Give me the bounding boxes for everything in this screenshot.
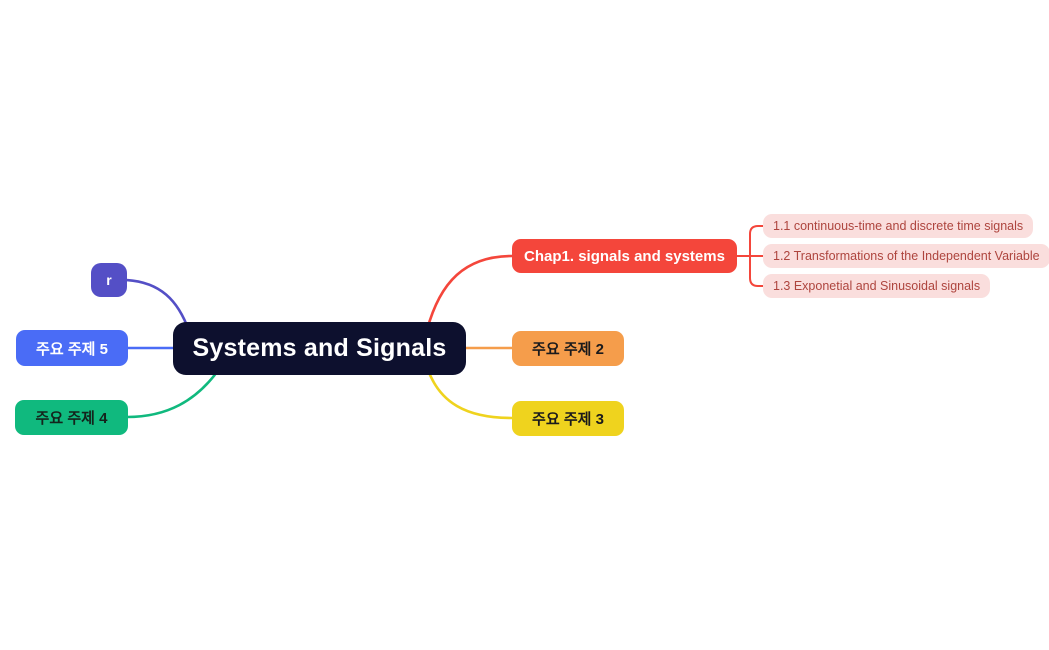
branch-node-r-label: r: [106, 272, 112, 288]
branch-node-topic-5[interactable]: 주요 주제 5: [16, 330, 128, 366]
branch-node-topic-3-label: 주요 주제 3: [532, 411, 604, 428]
branch-node-chap1-label: Chap1. signals and systems: [524, 247, 725, 265]
subtopic-node-1-1[interactable]: 1.1 continuous-time and discrete time si…: [763, 214, 1034, 238]
branch-node-chap1[interactable]: Chap1. signals and systems: [512, 239, 737, 273]
branch-node-topic-2[interactable]: 주요 주제 2: [512, 331, 624, 366]
branch-node-topic-3[interactable]: 주요 주제 3: [512, 401, 624, 436]
subtopic-node-1-2[interactable]: 1.2 Transformations of the Independent V…: [763, 244, 1049, 268]
subtopic-node-1-2-label: 1.2 Transformations of the Independent V…: [773, 249, 1040, 263]
connector-sub-down: [749, 255, 764, 287]
branch-node-topic-2-label: 주요 주제 2: [532, 341, 604, 358]
branch-node-topic-4[interactable]: 주요 주제 4: [15, 400, 128, 435]
branch-node-topic-5-label: 주요 주제 5: [36, 340, 108, 358]
branch-node-topic-4-label: 주요 주제 4: [35, 410, 108, 427]
root-node-label: Systems and Signals: [192, 334, 447, 362]
connector-sub-up: [749, 225, 764, 257]
root-node[interactable]: Systems and Signals: [173, 322, 466, 375]
subtopic-node-1-1-label: 1.1 continuous-time and discrete time si…: [773, 219, 1024, 233]
connector-topic3: [426, 368, 514, 420]
subtopic-node-1-3-label: 1.3 Exponetial and Sinusoidal signals: [773, 279, 981, 293]
branch-node-r[interactable]: r: [91, 263, 127, 297]
connector-topic4: [125, 370, 219, 419]
subtopic-node-1-3[interactable]: 1.3 Exponetial and Sinusoidal signals: [763, 274, 991, 298]
connector-chap1: [425, 254, 514, 332]
